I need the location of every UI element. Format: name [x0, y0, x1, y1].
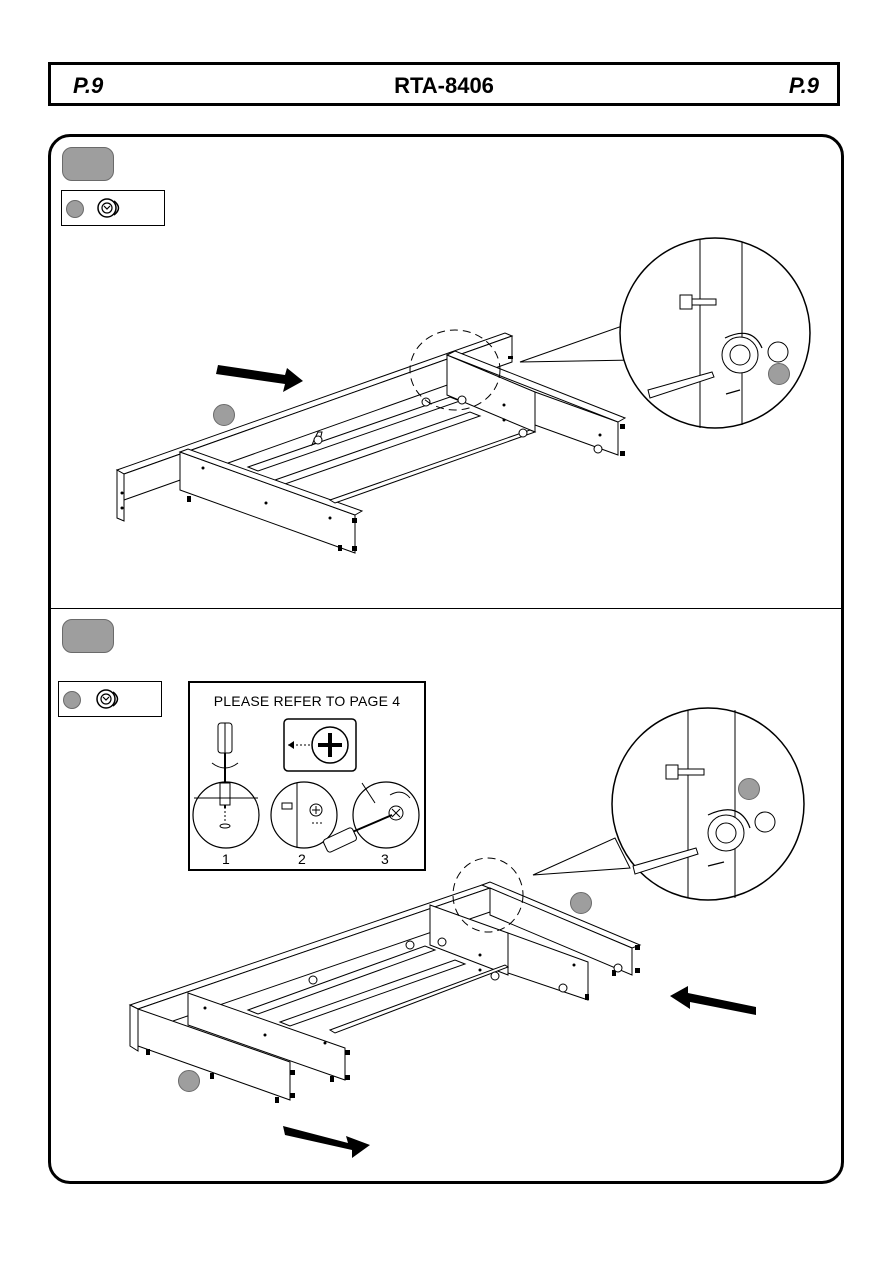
cam-lock-instructions — [190, 683, 424, 869]
part-callout-dot — [213, 404, 235, 426]
part-callout-dot — [178, 1070, 200, 1092]
substep-label: 1 — [222, 851, 230, 867]
part-callout-dot — [738, 778, 760, 800]
refer-page-box: PLEASE REFER TO PAGE 4 1 — [188, 681, 426, 871]
part-callout-dot — [570, 892, 592, 914]
step-two-badge — [62, 619, 114, 653]
part-marker — [63, 691, 81, 709]
substep-label: 3 — [381, 851, 389, 867]
cam-lock-icon — [93, 686, 127, 712]
substep-label: 2 — [298, 851, 306, 867]
arrow-icon — [216, 365, 303, 392]
step-two-part-box — [58, 681, 162, 717]
part-callout-dot — [768, 363, 790, 385]
